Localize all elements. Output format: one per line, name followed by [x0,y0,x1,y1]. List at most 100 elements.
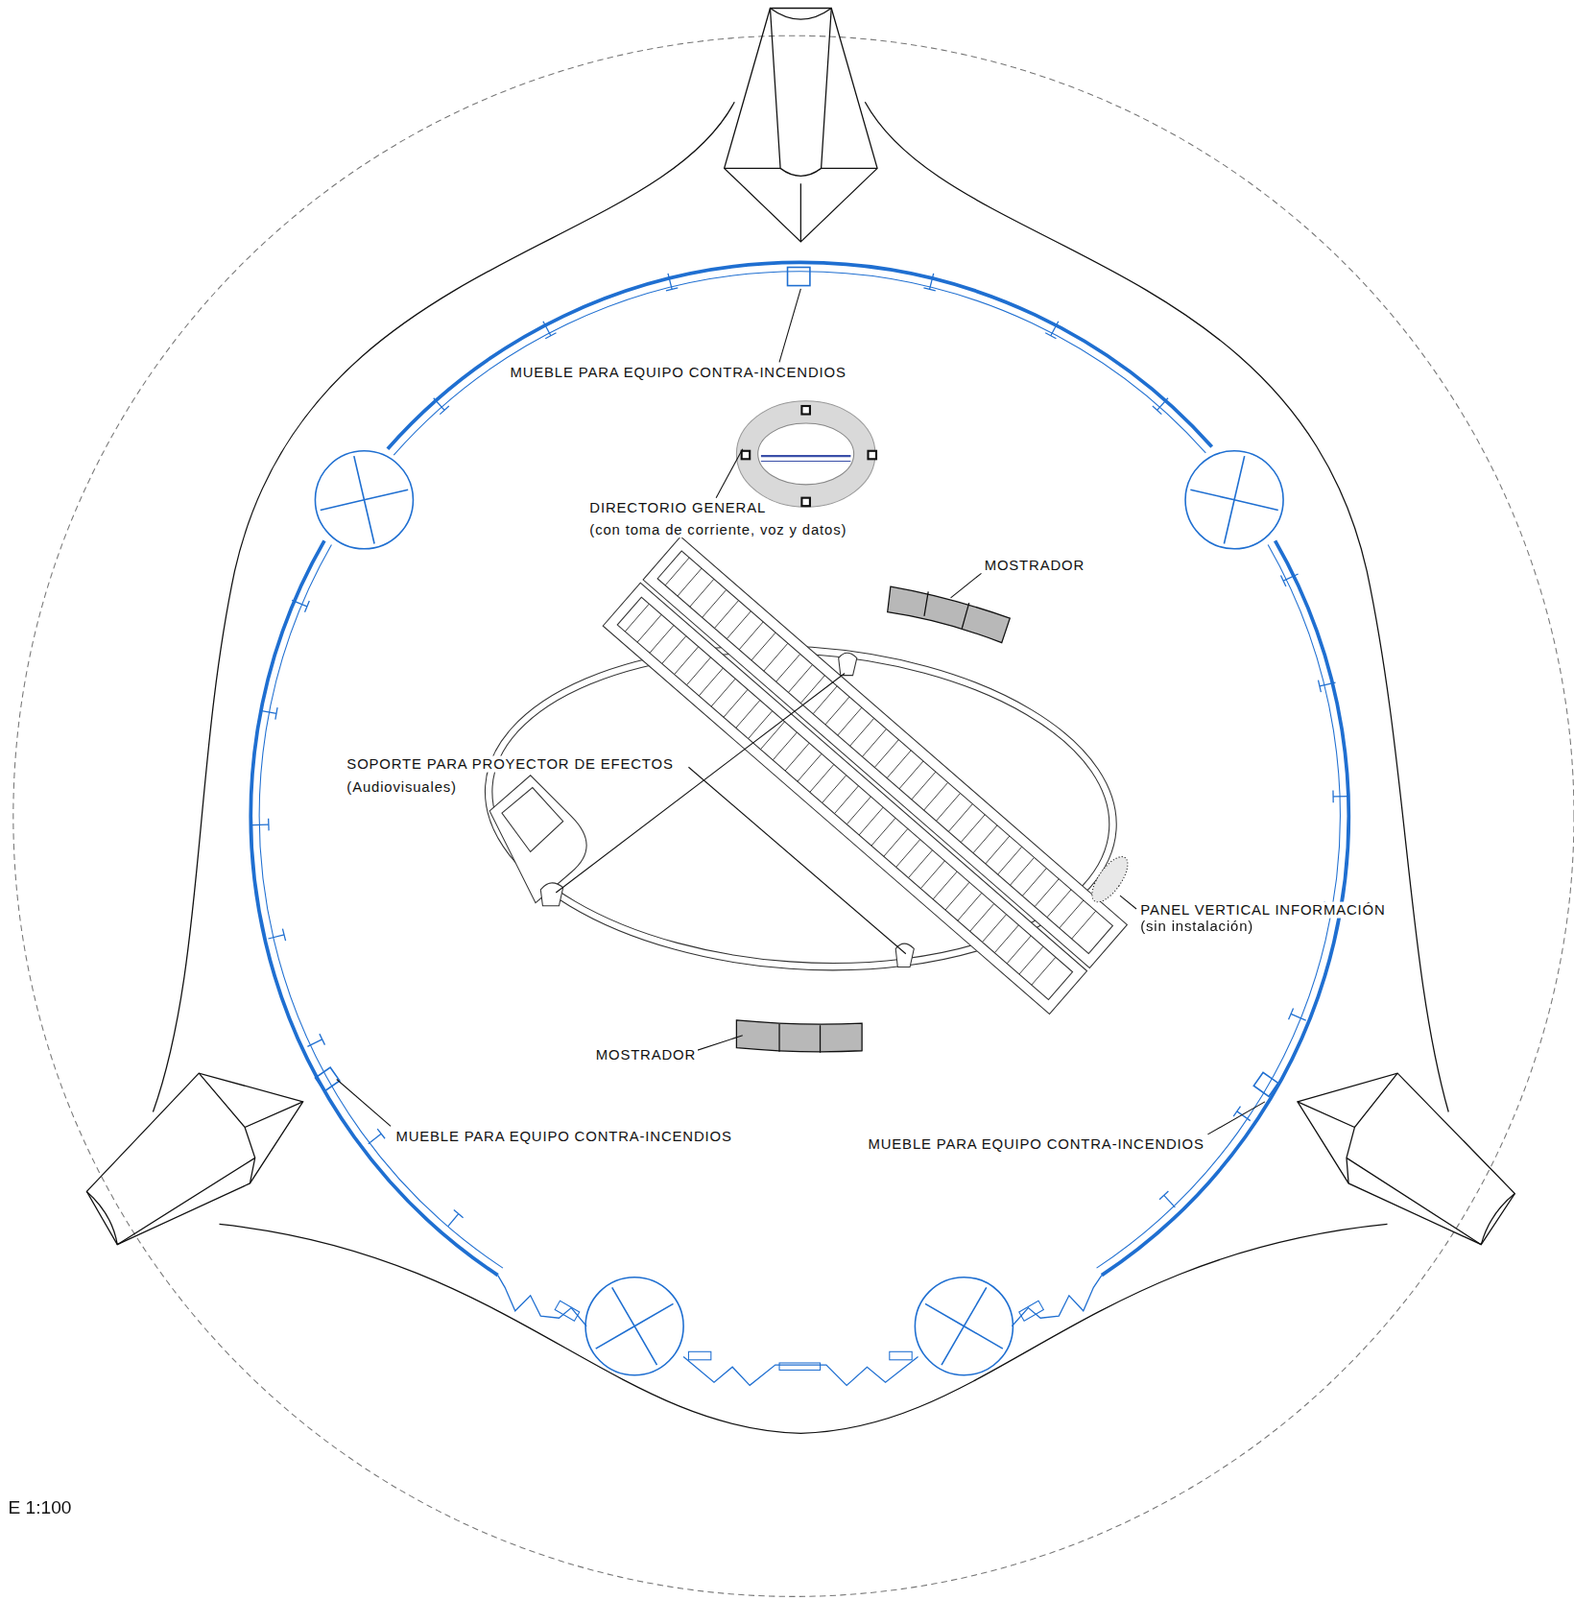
callout-label: DIRECTORIO GENERAL [587,499,768,516]
escalator-step [714,600,739,629]
escalator-step [911,771,936,800]
mullion-tick [1159,1191,1169,1200]
callout-label: MUEBLE PARA EQUIPO CONTRA-INCENDIOS [507,363,849,381]
escalator-step [935,792,960,821]
escalator-step [751,632,776,661]
mullion-tick [1152,405,1162,415]
escalator-step [945,882,970,910]
escalator-step [1022,868,1047,897]
escalator-step [649,624,674,653]
callout-label: (con toma de corriente, voz y datos) [587,521,849,538]
mullion-tick [1280,574,1286,587]
mullion-tick [282,929,286,941]
mullion-tick [1233,1106,1241,1117]
escalator-step [1072,910,1097,939]
mullion-tick [267,818,270,832]
escalator-step [698,667,723,696]
mullion-tick [252,823,269,826]
mullion-tick [1332,790,1334,804]
escalator-step [763,643,788,671]
mullion-tick [433,398,445,411]
escalator-step [785,742,810,771]
mullion-tick [377,1128,385,1139]
escalator-step [810,763,835,792]
escalator-step [662,636,687,665]
escalator-step [760,721,785,750]
escalator-step [924,782,949,811]
callout-label: (sin instalación) [1138,918,1256,935]
escalator-step [812,686,837,715]
mullion-tick [667,273,672,290]
mullion-tick [1157,398,1169,411]
mullion-tick [291,599,308,606]
escalator-step [674,646,699,675]
mullion-tick [1050,321,1059,336]
mullion-tick [923,287,935,291]
escalator-step [825,696,850,725]
mullion-tick [305,600,311,613]
escalator-step [1034,879,1059,907]
mullion-tick [1333,795,1350,798]
escalator-step [736,700,761,729]
escalator-step [886,750,911,779]
escalator-step [702,589,727,618]
escalator-step [797,753,822,782]
escalator-step [883,828,908,857]
escalator-step [739,621,764,650]
escalator-step [981,914,1006,943]
escalator-step [899,761,924,789]
escalator-step [994,925,1019,954]
callout-label: (Audiovisuales) [344,778,459,795]
mullion-tick [930,273,934,290]
escalator-step [960,814,985,843]
callout-label: MOSTRADOR [982,556,1088,573]
escalator-step [665,557,690,586]
escalator-step [1006,935,1031,964]
callout-label: MOSTRADOR [594,1046,699,1063]
scale-note: E 1:100 [5,1499,73,1516]
mullion-tick [307,1039,322,1047]
mullion-tick [543,321,551,336]
callout-label: MUEBLE PARA EQUIPO CONTRA-INCENDIOS [393,1128,735,1145]
escalator-step [973,825,998,854]
escalator-step [850,717,875,746]
mullion-tick [368,1133,382,1144]
mullion-tick [453,1210,464,1218]
escalator-step [723,689,748,717]
mullion-tick [1045,333,1056,339]
mullion-tick [666,287,678,291]
mullion-tick [1319,682,1336,687]
escalator-step [787,665,812,693]
mullion-tick [1283,573,1298,581]
escalator-step [1047,889,1072,918]
mullion-tick [268,934,286,939]
escalator-step [970,904,995,932]
escalator-step [920,860,945,889]
escalator-step [726,611,751,640]
mullion-tick [319,1033,326,1045]
mullion-tick [260,710,277,714]
escalator-step [957,892,982,921]
escalator-step [677,568,702,597]
escalator-step [711,678,736,707]
mullion-tick [1290,1013,1307,1021]
escalator-step [874,739,899,768]
escalator-step [800,675,825,704]
escalator-step [871,817,896,846]
escalator-step [837,707,862,736]
escalator-step [834,786,859,814]
escalator-step [822,775,847,804]
mullion-tick [1288,1008,1294,1021]
escalator-step [998,846,1023,875]
callout-label: SOPORTE PARA PROYECTOR DE EFECTOS [344,756,676,773]
escalator-step [1031,956,1056,985]
escalator-step [624,603,649,632]
escalator-step [948,804,973,833]
escalator-step [846,796,871,825]
escalator-step [748,711,773,740]
mullion-tick [545,333,556,339]
callout-label: MUEBLE PARA EQUIPO CONTRA-INCENDIOS [865,1135,1207,1152]
escalator-step [896,839,921,868]
escalator-step [858,807,883,835]
